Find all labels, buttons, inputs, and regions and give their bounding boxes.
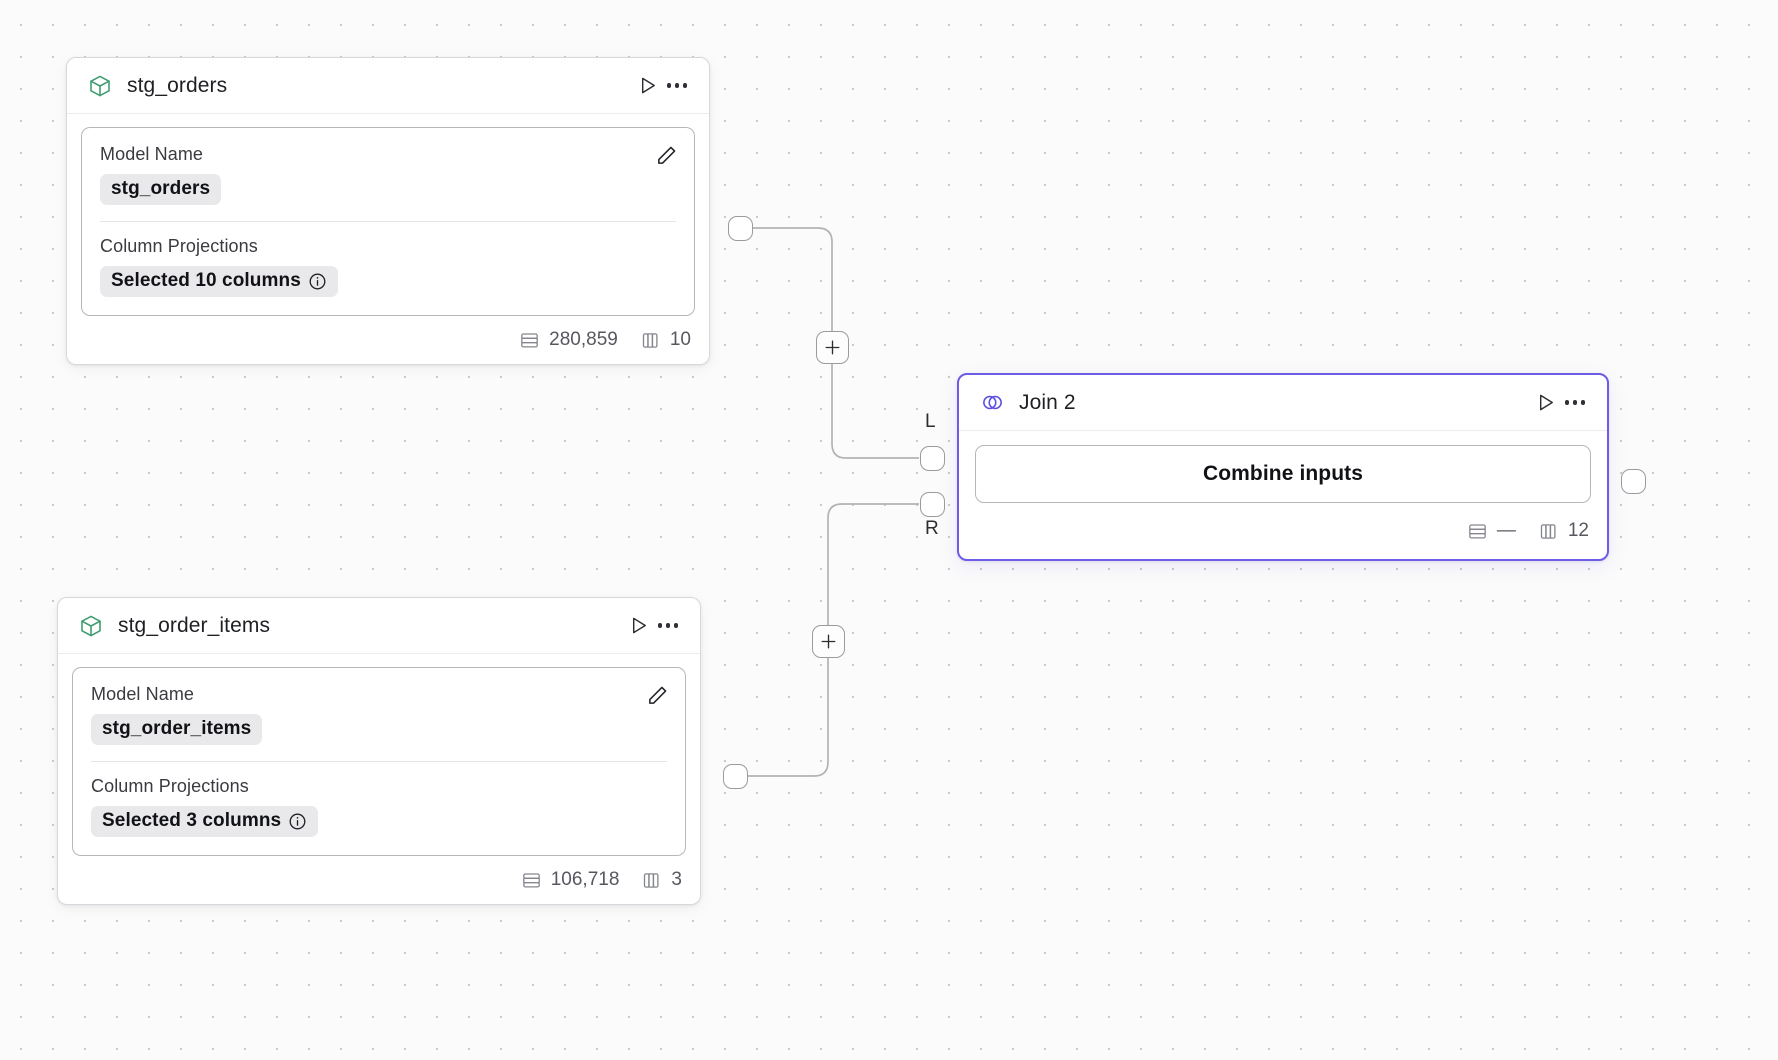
input-port-label-left: L	[925, 411, 936, 432]
node-footer: — 12	[959, 503, 1607, 559]
pencil-icon[interactable]	[653, 142, 679, 168]
node-header: stg_order_items	[58, 598, 700, 654]
output-port-stg-orders[interactable]	[728, 216, 753, 241]
more-options-icon[interactable]	[1560, 388, 1590, 418]
model-name-label: Model Name	[100, 144, 204, 164]
output-port-join-2[interactable]	[1621, 469, 1646, 494]
node-title: stg_orders	[127, 73, 228, 97]
plus-icon	[821, 634, 836, 649]
column-count-stat: 10	[640, 329, 691, 351]
info-icon[interactable]	[288, 812, 307, 831]
columns-icon	[640, 330, 661, 351]
row-count-value: —	[1496, 520, 1516, 541]
column-count-stat: 12	[1538, 520, 1589, 542]
model-name-label: Model Name	[91, 684, 195, 704]
column-projections-value: Selected 10 columns	[111, 270, 301, 291]
input-port-join-2-right[interactable]	[920, 492, 945, 517]
rows-icon	[519, 330, 540, 351]
info-icon[interactable]	[308, 272, 327, 291]
column-projections-value: Selected 3 columns	[102, 810, 282, 831]
row-count-value: 106,718	[550, 869, 620, 890]
cube-icon	[87, 73, 113, 99]
play-icon[interactable]	[632, 71, 662, 101]
add-node-on-edge-bottom-button[interactable]	[812, 625, 845, 658]
column-projections-chip[interactable]: Selected 10 columns	[100, 266, 338, 297]
row-count-stat: —	[1467, 520, 1516, 542]
panel-divider	[91, 761, 667, 762]
node-footer: 280,859 10	[67, 316, 709, 364]
input-port-join-2-left[interactable]	[920, 446, 945, 471]
pencil-icon[interactable]	[644, 682, 670, 708]
venn-join-icon	[979, 390, 1005, 416]
play-icon[interactable]	[1530, 388, 1560, 418]
rows-icon	[521, 870, 542, 891]
play-icon[interactable]	[623, 611, 653, 641]
column-count-value: 3	[671, 869, 682, 890]
model-name-chip[interactable]: stg_order_items	[91, 714, 263, 745]
plus-icon	[825, 340, 840, 355]
node-header: stg_orders	[67, 58, 709, 114]
more-options-icon[interactable]	[653, 611, 683, 641]
column-projections-label: Column Projections	[100, 236, 258, 256]
node-footer: 106,718 3	[58, 856, 700, 904]
column-projections-chip[interactable]: Selected 3 columns	[91, 806, 319, 837]
model-name-value: stg_order_items	[102, 718, 252, 739]
column-count-stat: 3	[641, 869, 682, 891]
node-stg-order-items[interactable]: stg_order_items Model Name stg_orde	[57, 597, 701, 905]
column-count-value: 12	[1567, 520, 1589, 541]
node-body: Model Name stg_orders Column Projections…	[67, 114, 709, 316]
add-node-on-edge-top-button[interactable]	[816, 331, 849, 364]
combine-inputs-label: Combine inputs	[1202, 462, 1364, 485]
model-name-chip[interactable]: stg_orders	[100, 174, 222, 205]
model-config-panel: Model Name stg_orders Column Projections…	[81, 127, 695, 316]
node-header: Join 2	[959, 375, 1607, 431]
rows-icon	[1467, 521, 1488, 542]
columns-icon	[641, 870, 662, 891]
node-title: Join 2	[1019, 390, 1076, 414]
input-port-label-right: R	[925, 518, 939, 539]
column-count-value: 10	[669, 329, 691, 350]
model-name-value: stg_orders	[111, 178, 211, 199]
row-count-stat: 280,859	[519, 329, 618, 351]
row-count-stat: 106,718	[521, 869, 620, 891]
node-title: stg_order_items	[118, 613, 271, 637]
output-port-stg-order-items[interactable]	[723, 764, 748, 789]
panel-divider	[100, 221, 676, 222]
cube-icon	[78, 613, 104, 639]
node-join-2[interactable]: Join 2 Combine inputs	[957, 373, 1609, 561]
columns-icon	[1538, 521, 1559, 542]
column-projections-label: Column Projections	[91, 776, 249, 796]
node-stg-orders[interactable]: stg_orders Model Name stg_orders	[66, 57, 710, 365]
row-count-value: 280,859	[549, 329, 618, 350]
node-body: Model Name stg_order_items Column Projec…	[58, 654, 700, 856]
combine-inputs-button[interactable]: Combine inputs	[975, 445, 1591, 503]
model-config-panel: Model Name stg_order_items Column Projec…	[72, 667, 686, 856]
more-options-icon[interactable]	[662, 71, 692, 101]
